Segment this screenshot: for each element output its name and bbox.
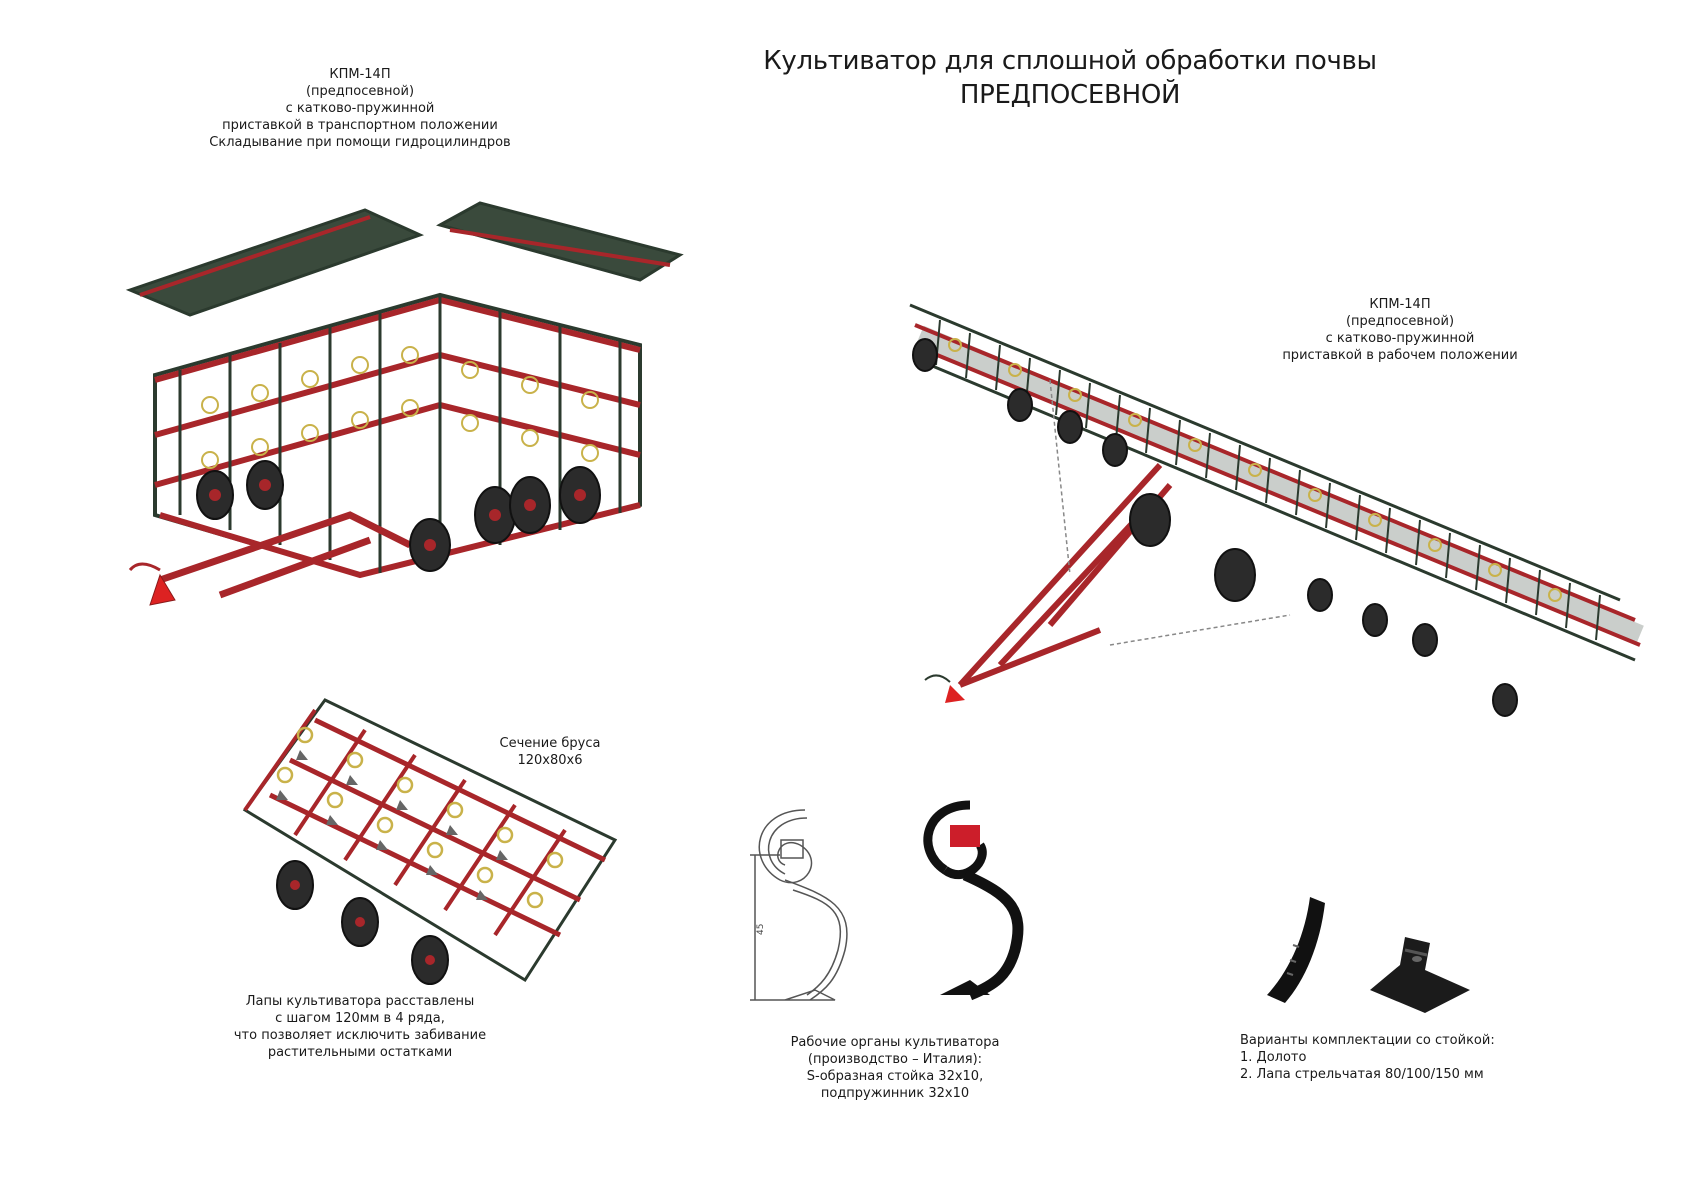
sweep-share-illustration [1370, 937, 1470, 1013]
section-caption-line: Сечение бруса [499, 736, 601, 751]
transport-cultivator-illustration [125, 201, 684, 606]
transport-caption-line: Складывание при помощи гидроцилиндров [209, 135, 511, 150]
options-caption-line: 2. Лапа стрельчатая 80/100/150 мм [1240, 1067, 1484, 1082]
tines-caption-line: растительными остатками [267, 1045, 453, 1060]
working-parts-caption-line: подпружинник 32х10 [820, 1086, 970, 1101]
dimension-label: 45 [756, 924, 766, 935]
page-title-line1: Культиватор для сплошной обработки почвы [763, 46, 1377, 76]
working-parts-caption-line: S-образная стойка 32х10, [806, 1069, 984, 1084]
working-caption-line: (предпосевной) [1345, 314, 1455, 329]
options-caption-line: Варианты комплектации со стойкой: [1240, 1033, 1495, 1048]
tines-caption: Лапы культиватора расставлены с шагом 12… [220, 993, 500, 1061]
frame-section-illustration [242, 698, 618, 985]
working-parts-caption-line: (производство – Италия): [807, 1052, 983, 1067]
options-caption-line: 1. Долото [1240, 1050, 1307, 1065]
page-title-line2: ПРЕДПОСЕВНОЙ [959, 80, 1181, 110]
transport-caption-line: приставкой в транспортном положении [222, 118, 498, 133]
tines-caption-line: с шагом 120мм в 4 ряда, [275, 1011, 445, 1026]
chisel-illustration [1267, 897, 1325, 1003]
transport-caption-line: КПМ-14П [329, 67, 391, 82]
tines-caption-line: что позволяет исключить забивание [233, 1028, 487, 1043]
options-caption: Варианты комплектации со стойкой: 1. Дол… [1240, 1032, 1540, 1083]
working-cultivator-illustration [909, 303, 1644, 717]
working-caption-line: приставкой в рабочем положении [1282, 348, 1518, 363]
transport-caption-line: (предпосевной) [305, 84, 415, 99]
working-caption: КПМ-14П (предпосевной) с катково-пружинн… [1280, 296, 1520, 364]
tines-caption-line: Лапы культиватора расставлены [245, 994, 475, 1009]
s-tine-drawing: 45 [750, 809, 848, 1001]
page-title: Культиватор для сплошной обработки почвы… [700, 44, 1440, 112]
working-parts-caption: Рабочие органы культиватора (производств… [770, 1034, 1020, 1102]
section-caption: Сечение бруса 120х80х6 [490, 735, 610, 769]
working-caption-line: КПМ-14П [1369, 297, 1431, 312]
working-caption-line: с катково-пружинной [1325, 331, 1475, 346]
transport-caption: КПМ-14П (предпосевной) с катково-пружинн… [180, 66, 540, 151]
s-tine-render [923, 800, 1024, 1001]
section-caption-line: 120х80х6 [517, 753, 583, 768]
working-parts-caption-line: Рабочие органы культиватора [790, 1035, 1000, 1050]
transport-caption-line: с катково-пружинной [285, 101, 435, 116]
